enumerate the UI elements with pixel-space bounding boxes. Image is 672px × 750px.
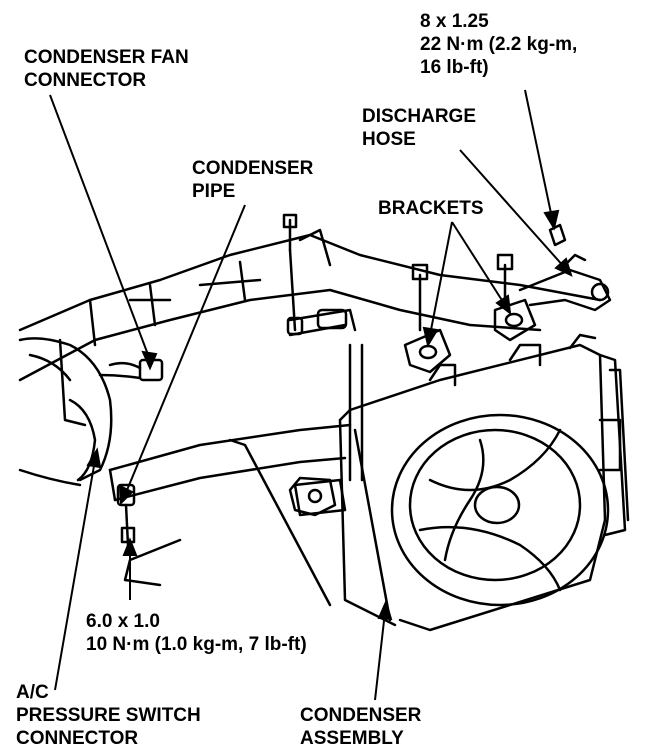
lower-mount	[288, 476, 337, 517]
label-condenser-fan-connector: CONDENSER FAN CONNECTOR	[24, 47, 189, 91]
label-brackets: BRACKETS	[378, 198, 484, 219]
label-ac-pressure-switch-connector: A/C PRESSURE SWITCH CONNECTOR	[16, 682, 201, 749]
radiator-support-frame	[18, 228, 602, 382]
condenser-fan	[390, 413, 622, 607]
label-bolt-bottom-spec: 6.0 x 1.0 10 N·m (1.0 kg-m, 7 lb-ft)	[86, 611, 307, 655]
label-bolt-top-spec: 8 x 1.25 22 N·m (2.2 kg-m, 16 lb-ft)	[420, 11, 578, 78]
lower-crossmember	[108, 423, 352, 607]
pressure-switch-part	[116, 483, 136, 547]
condenser-assembly-body	[338, 333, 630, 632]
condenser-pipe	[286, 308, 364, 482]
label-condenser-assembly: CONDENSER ASSEMBLY	[300, 705, 422, 749]
left-fender-area	[18, 337, 113, 487]
label-condenser-pipe: CONDENSER PIPE	[192, 158, 314, 202]
label-discharge-hose: DISCHARGE HOSE	[362, 106, 477, 150]
